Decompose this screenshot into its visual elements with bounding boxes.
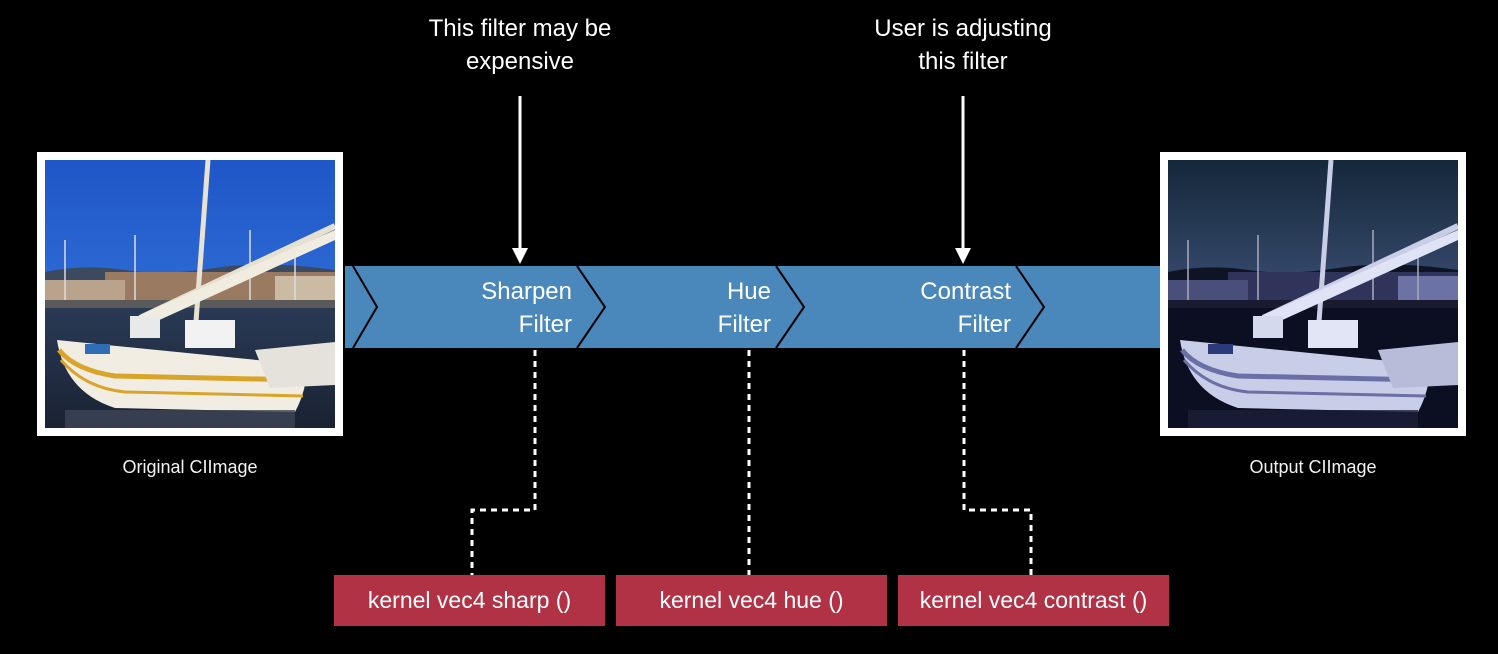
sharpen-kernel-box: kernel vec4 sharp () — [334, 575, 605, 626]
contrast-filter-label-line2: Filter — [957, 311, 1011, 338]
pipeline-chevron-start — [352, 265, 379, 349]
hue-kernel-box: kernel vec4 hue () — [616, 575, 887, 626]
hue-filter-label-line1: Hue — [726, 278, 771, 305]
sharpen-annotation-line2: expensive — [465, 48, 575, 75]
pipeline-chevron-sharpen — [576, 265, 607, 349]
output-image-caption: Output CIImage — [1249, 457, 1377, 477]
original-image-caption: Original CIImage — [122, 457, 258, 477]
contrast-filter-label: Contrast Filter — [860, 275, 1011, 341]
output-image — [1160, 152, 1466, 436]
contrast-kernel-box: kernel vec4 contrast () — [898, 575, 1169, 626]
sailboat-photo-original — [45, 160, 335, 428]
pipeline-chevron-contrast — [1015, 265, 1046, 349]
contrast-filter-label-line1: Contrast — [920, 278, 1011, 305]
hue-filter-label-line2: Filter — [717, 311, 771, 338]
sharpen-annotation: This filter may be expensive — [370, 12, 670, 78]
sharpen-filter-label-line1: Sharpen — [481, 278, 572, 305]
pipeline-band — [345, 266, 1165, 348]
contrast-annotation: User is adjusting this filter — [813, 12, 1113, 78]
sharpen-filter-label-line2: Filter — [518, 311, 572, 338]
hue-filter-label: Hue Filter — [620, 275, 771, 341]
contrast-kernel-connector — [962, 350, 1033, 575]
pipeline-chevron-hue — [775, 265, 806, 349]
sharpen-kernel-connector — [470, 350, 537, 575]
sharpen-filter-label: Sharpen Filter — [420, 275, 572, 341]
contrast-annotation-line2: this filter — [918, 48, 1008, 75]
sailboat-photo-output — [1168, 160, 1458, 428]
contrast-annotation-line1: User is adjusting — [874, 15, 1052, 42]
original-image — [37, 152, 343, 436]
sharpen-arrow — [512, 96, 528, 264]
contrast-arrow — [955, 96, 971, 264]
sharpen-annotation-line1: This filter may be — [428, 15, 612, 42]
